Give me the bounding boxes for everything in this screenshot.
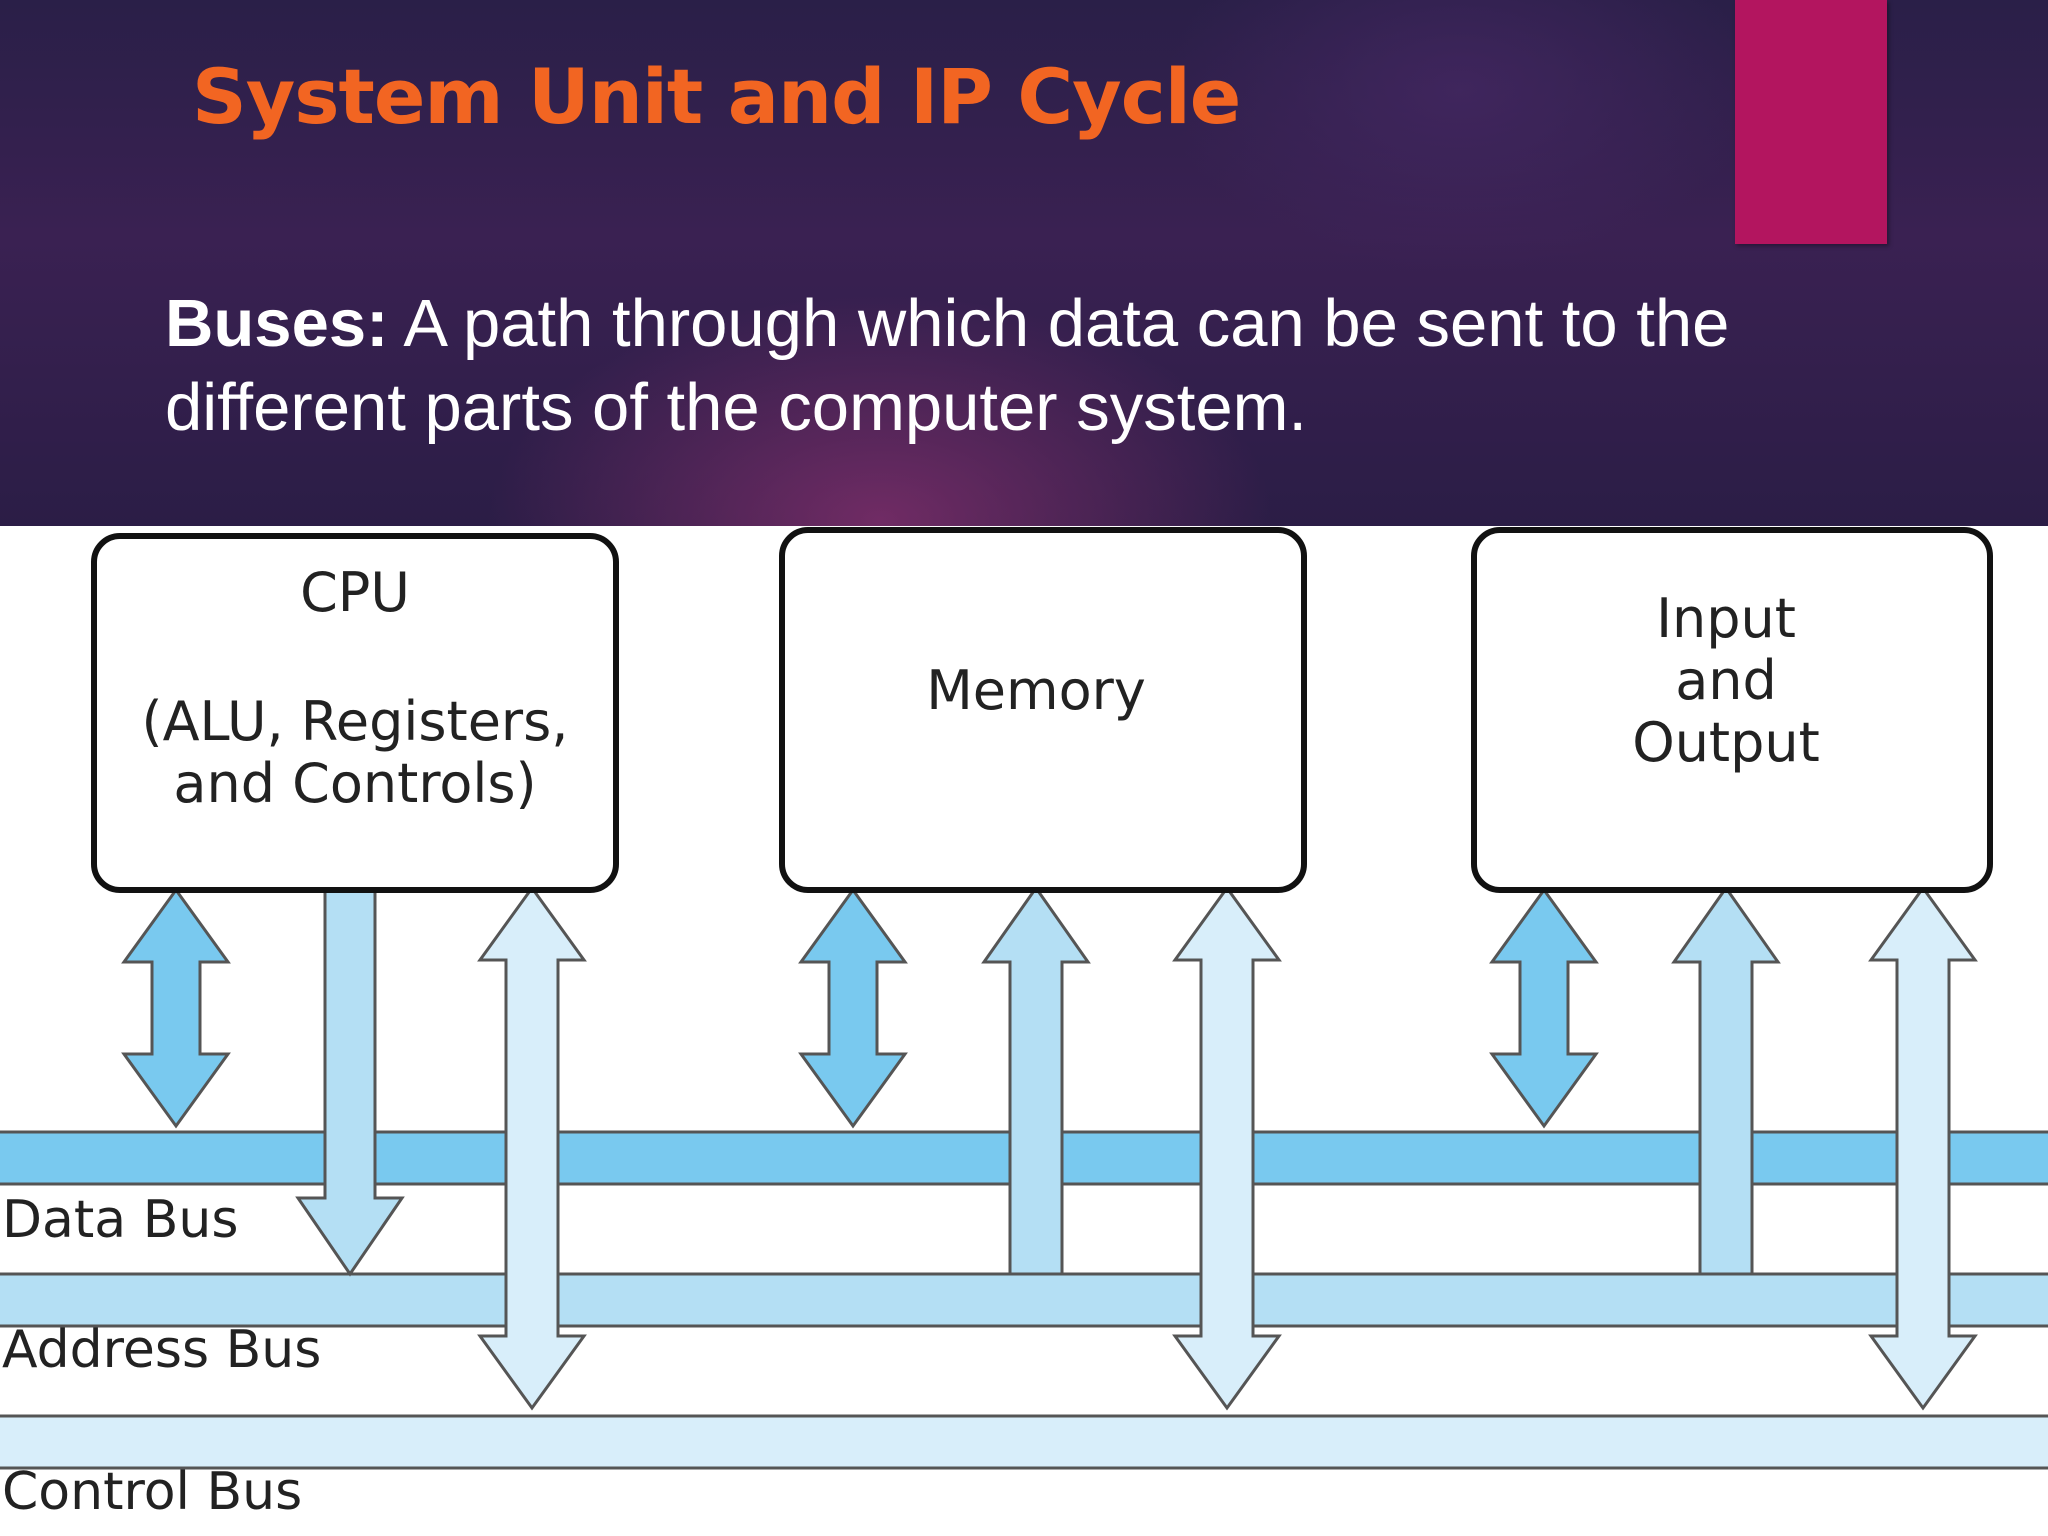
cpu-data-bus-arrow bbox=[121, 887, 231, 1129]
memory-label: Memory bbox=[926, 659, 1146, 722]
accent-bar bbox=[1735, 0, 1887, 244]
bus-diagram: Data Bus Address Bus Control Bus CPU (AL… bbox=[0, 526, 2048, 1536]
memory-data-bus-arrow bbox=[798, 887, 908, 1129]
definition-text: A path through which data can be sent to… bbox=[165, 286, 1730, 445]
memory-control-bus-arrow bbox=[1172, 885, 1282, 1411]
address-bus-bar bbox=[0, 1272, 2048, 1328]
cpu-label: CPU bbox=[300, 561, 410, 624]
cpu-address-bus-arrow bbox=[295, 886, 405, 1277]
io-data-bus-arrow bbox=[1489, 887, 1599, 1129]
address-bus-label: Address Bus bbox=[2, 1320, 321, 1380]
memory-box bbox=[779, 527, 1307, 893]
definition-term: Buses: bbox=[165, 286, 389, 361]
cpu-control-bus-arrow bbox=[477, 885, 587, 1411]
control-bus-bar bbox=[0, 1414, 2048, 1470]
slide-header: System Unit and IP Cycle Buses: A path t… bbox=[0, 0, 2048, 526]
io-label-line-2: and bbox=[1675, 649, 1777, 712]
bus-diagram-svg: Data Bus Address Bus Control Bus CPU (AL… bbox=[0, 527, 2048, 1522]
data-bus-label: Data Bus bbox=[2, 1190, 238, 1250]
cpu-detail-line-2: and Controls) bbox=[173, 752, 536, 815]
slide-title: System Unit and IP Cycle bbox=[192, 52, 1241, 141]
io-label-line-1: Input bbox=[1656, 587, 1796, 650]
memory-address-bus-arrow bbox=[981, 885, 1091, 1276]
io-box bbox=[1471, 527, 1993, 893]
cpu-detail-line-1: (ALU, Registers, bbox=[142, 690, 569, 753]
bus-definition: Buses: A path through which data can be … bbox=[165, 282, 1865, 450]
cpu-box bbox=[91, 533, 619, 893]
io-label-line-3: Output bbox=[1632, 711, 1820, 774]
io-address-bus-arrow bbox=[1671, 885, 1781, 1276]
control-bus-label: Control Bus bbox=[2, 1462, 302, 1522]
io-control-bus-arrow bbox=[1868, 885, 1978, 1411]
